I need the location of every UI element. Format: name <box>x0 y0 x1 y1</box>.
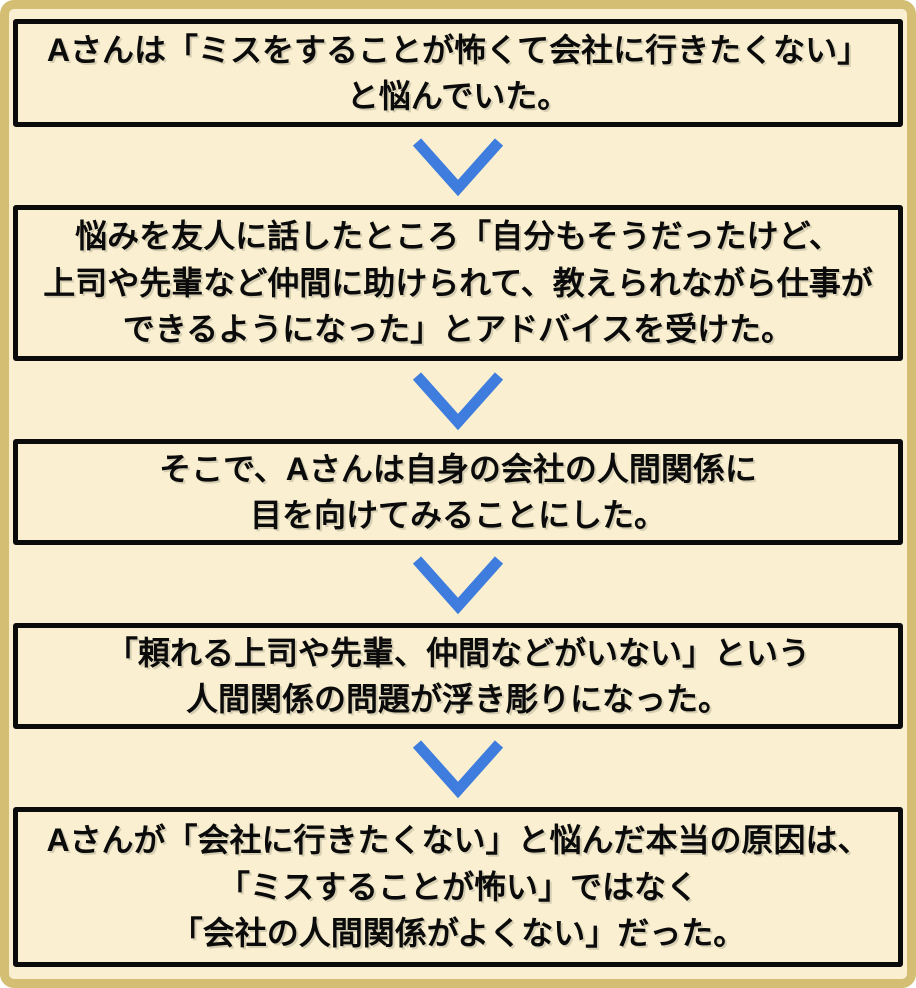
flow-step-advice: 悩みを友人に話したところ「自分もそうだったけど、 上司や先輩など仲間に助けられて… <box>13 205 903 361</box>
flow-connector <box>13 545 903 623</box>
flow-step-reflection: そこで、Aさんは自身の会社の人間関係に 目を向けてみることにした。 <box>13 439 903 545</box>
chevron-down-icon <box>412 740 504 798</box>
chevron-down-icon <box>412 372 504 430</box>
chevron-down-icon <box>412 556 504 614</box>
flow-step-problem: Aさんは「ミスをすることが怖くて会社に行きたくない」 と悩んでいた。 <box>13 19 903 127</box>
flow-connector <box>13 729 903 807</box>
chevron-down-icon <box>412 138 504 196</box>
flow-connector <box>13 361 903 439</box>
flow-step-discovery: 「頼れる上司や先輩、仲間などがいない」という 人間関係の問題が浮き彫りになった。 <box>13 623 903 729</box>
flow-step-conclusion: Aさんが「会社に行きたくない」と悩んだ本当の原因は、 「ミスすることが怖い」では… <box>13 807 903 967</box>
flow-connector <box>13 127 903 205</box>
